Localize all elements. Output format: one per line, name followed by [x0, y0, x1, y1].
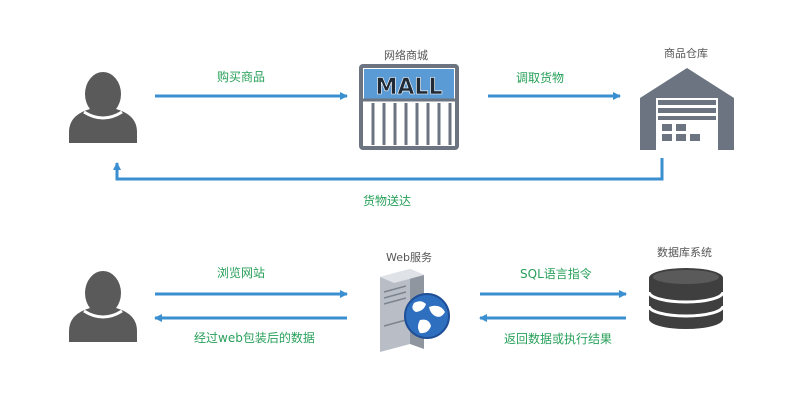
db-title: 数据库系统 — [657, 246, 712, 259]
warehouse-title: 商品仓库 — [664, 47, 708, 60]
mall-title: 网络商城 — [384, 49, 428, 62]
arrow-deliver — [113, 158, 664, 181]
edge-label-wrapped-data: 经过web包装后的数据 — [194, 331, 315, 345]
user-icon — [69, 271, 137, 342]
edge-label-buy: 购买商品 — [217, 70, 266, 84]
edge-label-browse: 浏览网站 — [217, 266, 266, 280]
edge-label-deliver: 货物送达 — [363, 194, 412, 208]
user-icon — [69, 72, 137, 143]
edge-label-fetch: 调取货物 — [516, 71, 565, 85]
database-icon — [647, 268, 725, 329]
mall-sign-text: MALL — [376, 75, 443, 100]
edge-label-return: 返回数据或执行结果 — [504, 332, 613, 346]
mall-icon: MALL — [359, 64, 459, 150]
web-title: Web服务 — [386, 251, 432, 264]
web-server-icon — [380, 269, 450, 352]
warehouse-icon — [640, 68, 734, 150]
edge-label-sql: SQL语言指令 — [520, 267, 592, 281]
